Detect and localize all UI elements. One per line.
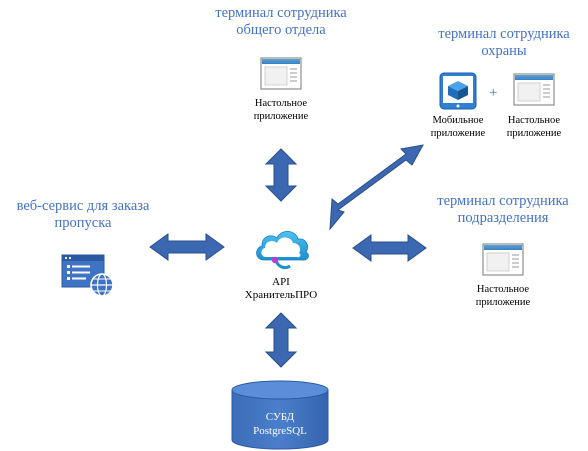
cloud-api-icon <box>256 230 309 270</box>
division-terminal-title: терминал сотрудника подразделения <box>437 193 569 226</box>
arrow-api-web <box>149 233 225 261</box>
division-terminal-app-label: Настольное приложение <box>475 284 531 308</box>
desktop-window-icon <box>513 73 555 106</box>
general-terminal-title: терминал сотрудника общего отдела <box>215 5 347 38</box>
arrow-api-security <box>329 144 424 231</box>
security-mobile-app-label: Мобильное приложение <box>430 115 486 139</box>
desktop-window-icon <box>482 243 524 276</box>
security-terminal-title: терминал сотрудника охраны <box>438 26 570 59</box>
plus-sign: + <box>489 85 498 101</box>
database-label: СУБД PostgreSQL <box>253 411 307 437</box>
tablet-cube-icon <box>439 72 477 110</box>
api-label: API ХранительПРО <box>244 276 318 301</box>
security-desktop-app-label: Настольное приложение <box>506 115 562 139</box>
web-browser-globe-icon <box>61 254 114 297</box>
desktop-window-icon <box>260 57 302 90</box>
arrow-api-database <box>264 312 298 368</box>
web-service-title: веб-сервис для заказа пропуска <box>16 198 150 231</box>
general-terminal-app-label: Настольное приложение <box>253 98 309 122</box>
arrow-api-general <box>264 148 298 202</box>
arrow-api-division <box>352 234 427 262</box>
database-cylinder-icon <box>231 380 329 450</box>
